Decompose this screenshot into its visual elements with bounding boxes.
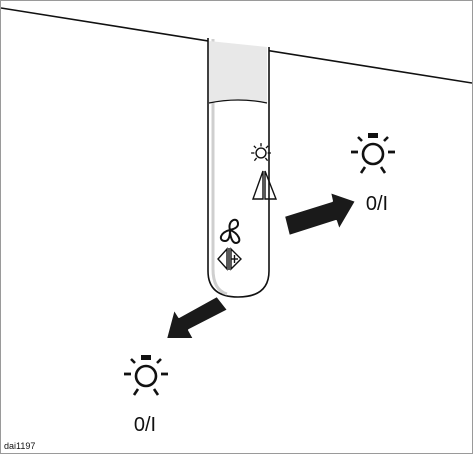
fan-icon — [219, 218, 241, 245]
control-rod — [207, 38, 270, 298]
rod-shading — [211, 39, 228, 296]
rod-band — [208, 99, 268, 104]
light-bulb-icon — [124, 355, 168, 396]
rod-shading-top — [209, 41, 267, 103]
pull-arrow-icon — [165, 295, 229, 340]
push-arrow-icon — [283, 191, 357, 237]
lower-callout-label: 0/I — [134, 414, 156, 436]
light-bulb-icon — [351, 133, 395, 174]
figure-ref-code: dai1197 — [4, 441, 35, 451]
left-right-plus-icon — [217, 247, 242, 271]
right-arrow-triangle-icon — [252, 170, 278, 200]
upper-callout-label: 0/I — [366, 193, 388, 215]
light-bulb-icon — [251, 143, 271, 162]
